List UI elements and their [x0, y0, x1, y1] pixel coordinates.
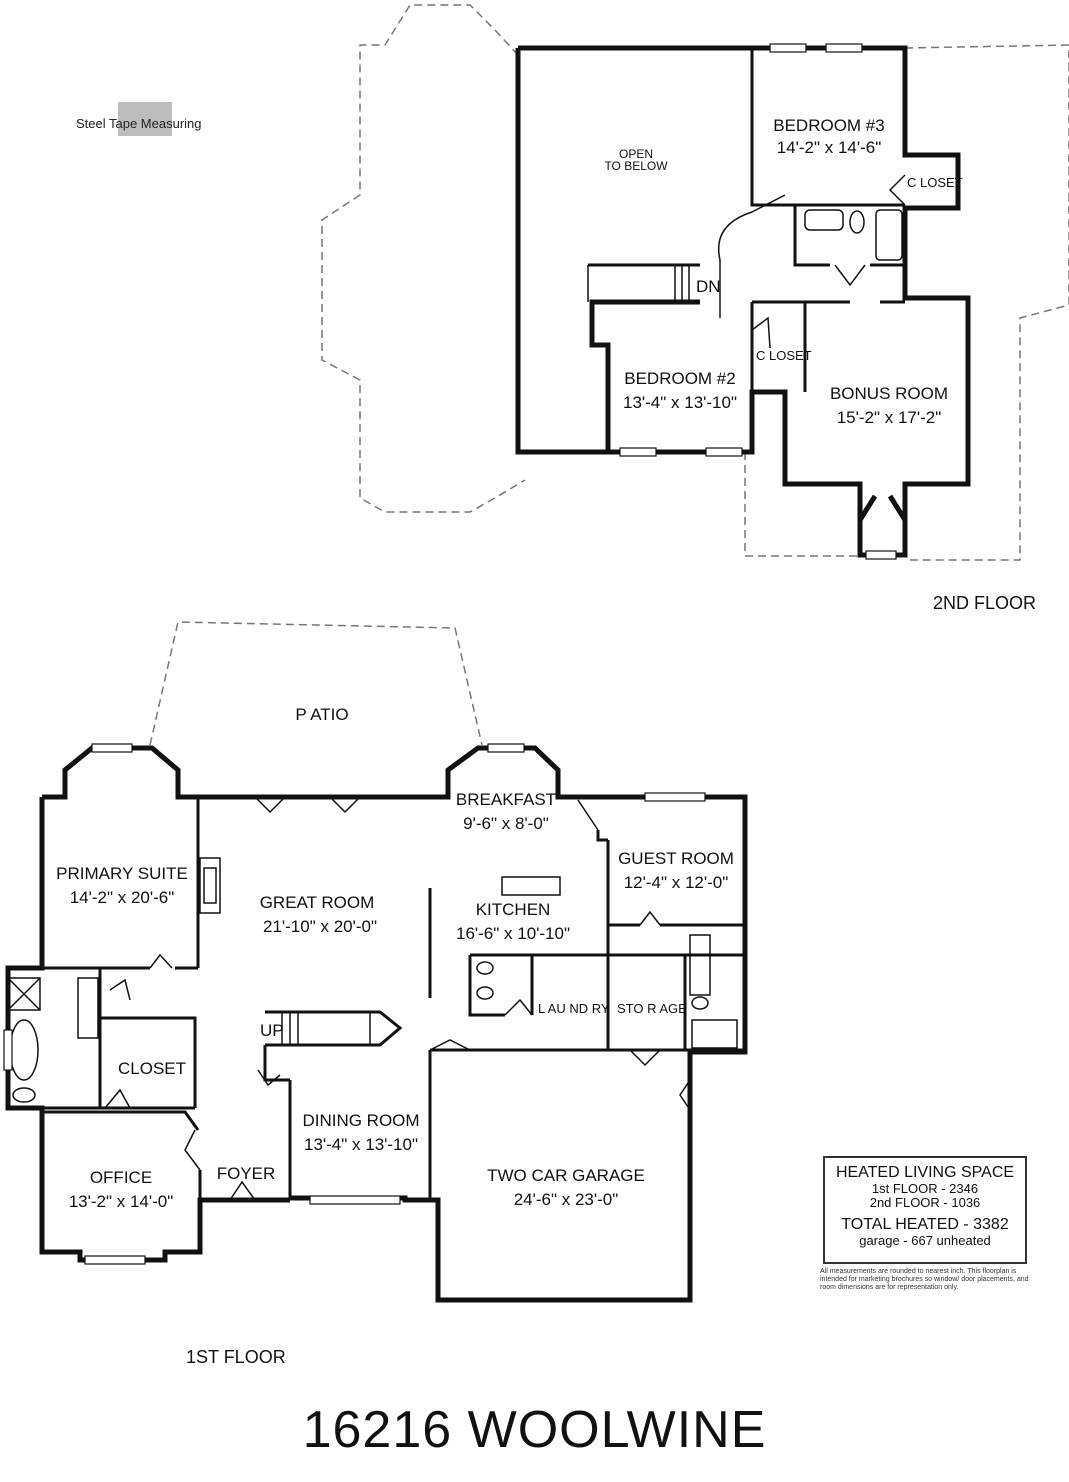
breakfast-name: BREAKFAST [456, 790, 556, 809]
laundry-label: L AU ND RY [538, 1001, 610, 1016]
logo-text: Steel Tape Measuring [76, 116, 202, 131]
legend-first-floor: 1st FLOOR - 2346 [871, 1181, 979, 1196]
office-dims: 13'-2" x 14'-0" [69, 1192, 174, 1211]
stm-logo-mark [118, 102, 172, 136]
open-to-below-label-2: TO BELOW [604, 159, 668, 173]
heated-space-legend: HEATED LIVING SPACE 1st FLOOR - 2346 2nd… [823, 1156, 1027, 1264]
storage-label: STO R AGE [617, 1001, 687, 1016]
bedroom2-name: BEDROOM #2 [624, 369, 735, 388]
second-floor-label: 2ND FLOOR [933, 593, 1037, 613]
garage-name: TWO CAR GARAGE [487, 1166, 645, 1185]
open-to-below-label-1: OPEN [619, 147, 653, 161]
great-room-dims: 21'-10" x 20'-0" [263, 917, 377, 936]
patio-label: P ATIO [295, 705, 348, 724]
legend-garage: garage - 667 unheated [859, 1233, 991, 1248]
legend-total: TOTAL HEATED - 3382 [841, 1216, 1009, 1233]
stair-up-label: UP [260, 1021, 284, 1040]
great-room-name: GREAT ROOM [260, 893, 375, 912]
disclaimer-text: All measurements are rounded to nearest … [820, 1268, 1029, 1291]
guest-room-name: GUEST ROOM [618, 849, 734, 868]
kitchen-name: KITCHEN [476, 900, 551, 919]
legend-heading: HEATED LIVING SPACE [835, 1164, 1015, 1181]
first-floor-label: 1ST FLOOR [186, 1347, 286, 1367]
legend-second-floor: 2nd FLOOR - 1036 [869, 1195, 981, 1210]
stair-down-label: DN [696, 277, 721, 296]
breakfast-dims: 9'-6" x 8'-0" [463, 814, 549, 833]
primary-suite-name: PRIMARY SUITE [56, 864, 188, 883]
garage-dims: 24'-6" x 23'-0" [514, 1190, 619, 1209]
kitchen-dims: 16'-6" x 10'-10" [456, 924, 570, 943]
foyer-label: FOYER [217, 1164, 276, 1183]
closet-label: CLOSET [118, 1059, 186, 1078]
guest-room-dims: 12'-4" x 12'-0" [624, 873, 729, 892]
bedroom3-name: BEDROOM #3 [773, 116, 884, 135]
bedroom3-dims: 14'-2" x 14'-6" [777, 138, 882, 157]
closet-label-upper: C LOSET [907, 175, 963, 190]
first-floor-plan [3, 621, 748, 1303]
office-name: OFFICE [90, 1168, 152, 1187]
bedroom2-dims: 13'-4" x 13'-10" [623, 393, 737, 412]
primary-suite-dims: 14'-2" x 20'-6" [70, 888, 175, 907]
second-floor-plan [321, 4, 1069, 561]
bonus-room-name: BONUS ROOM [830, 384, 948, 403]
dining-room-dims: 13'-4" x 13'-10" [304, 1135, 418, 1154]
address-title: 16216 WOOLWINE [302, 1401, 767, 1459]
closet-label-lower: C LOSET [756, 348, 812, 363]
dining-room-name: DINING ROOM [302, 1111, 419, 1130]
bonus-room-dims: 15'-2" x 17'-2" [837, 408, 942, 427]
